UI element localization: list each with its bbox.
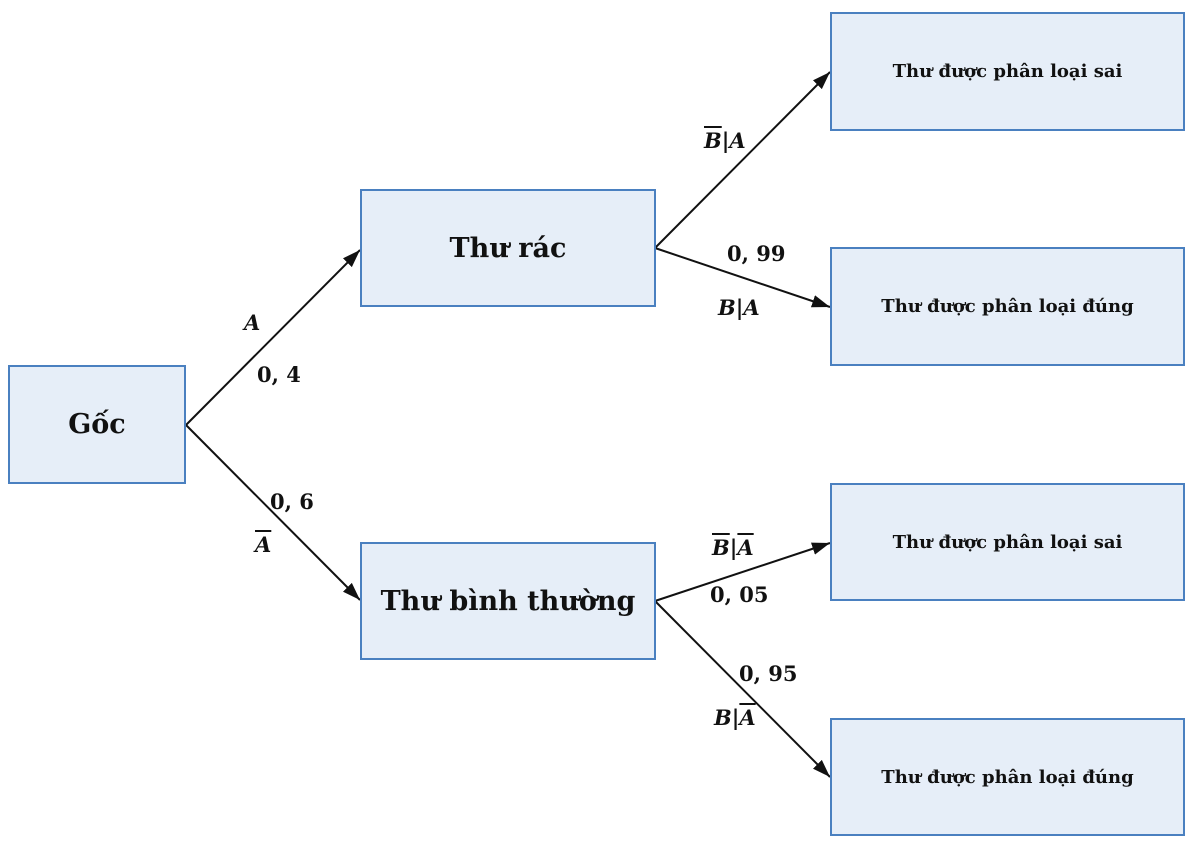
edge-label-spam-right-prob: 0, 99	[727, 241, 786, 266]
node-spam: Thư rác	[360, 189, 656, 307]
node-normal-wrong: Thư được phân loại sai	[830, 483, 1185, 601]
node-normal: Thư bình thường	[360, 542, 656, 660]
edge-label-root-normal-prob: 0, 6	[270, 489, 314, 514]
edge-label-spam-wrong-event: B|A	[704, 128, 746, 153]
node-root-label: Gốc	[68, 409, 126, 440]
node-normal-right-label: Thư được phân loại đúng	[881, 766, 1134, 788]
node-root: Gốc	[8, 365, 186, 484]
edge-root-normal	[185, 424, 361, 601]
node-spam-label: Thư rác	[449, 232, 567, 264]
node-normal-wrong-label: Thư được phân loại sai	[892, 531, 1123, 553]
edge-label-root-spam-prob: 0, 4	[257, 362, 301, 387]
node-spam-wrong-label: Thư được phân loại sai	[892, 61, 1123, 82]
edge-root-spam	[185, 249, 361, 426]
edge-label-normal-wrong-event: B|A	[712, 535, 754, 560]
edge-spam-wrong	[654, 71, 831, 249]
edge-spam-right	[654, 247, 831, 308]
node-normal-label: Thư bình thường	[380, 585, 636, 617]
edge-label-normal-right-event: B|A	[714, 705, 756, 730]
node-spam-right-label: Thư được phân loại đúng	[881, 296, 1134, 317]
node-spam-right: Thư được phân loại đúng	[830, 247, 1185, 366]
node-normal-right: Thư được phân loại đúng	[830, 718, 1185, 836]
edge-label-normal-right-prob: 0, 95	[739, 661, 798, 686]
edge-label-root-normal-event: A	[255, 532, 272, 557]
edge-label-normal-wrong-prob: 0, 05	[710, 582, 769, 607]
edge-label-root-spam-event: A	[244, 310, 261, 335]
node-spam-wrong: Thư được phân loại sai	[830, 12, 1185, 131]
edge-normal-right	[654, 600, 831, 778]
edge-label-spam-right-event: B|A	[718, 295, 760, 320]
edge-normal-wrong	[654, 542, 831, 602]
